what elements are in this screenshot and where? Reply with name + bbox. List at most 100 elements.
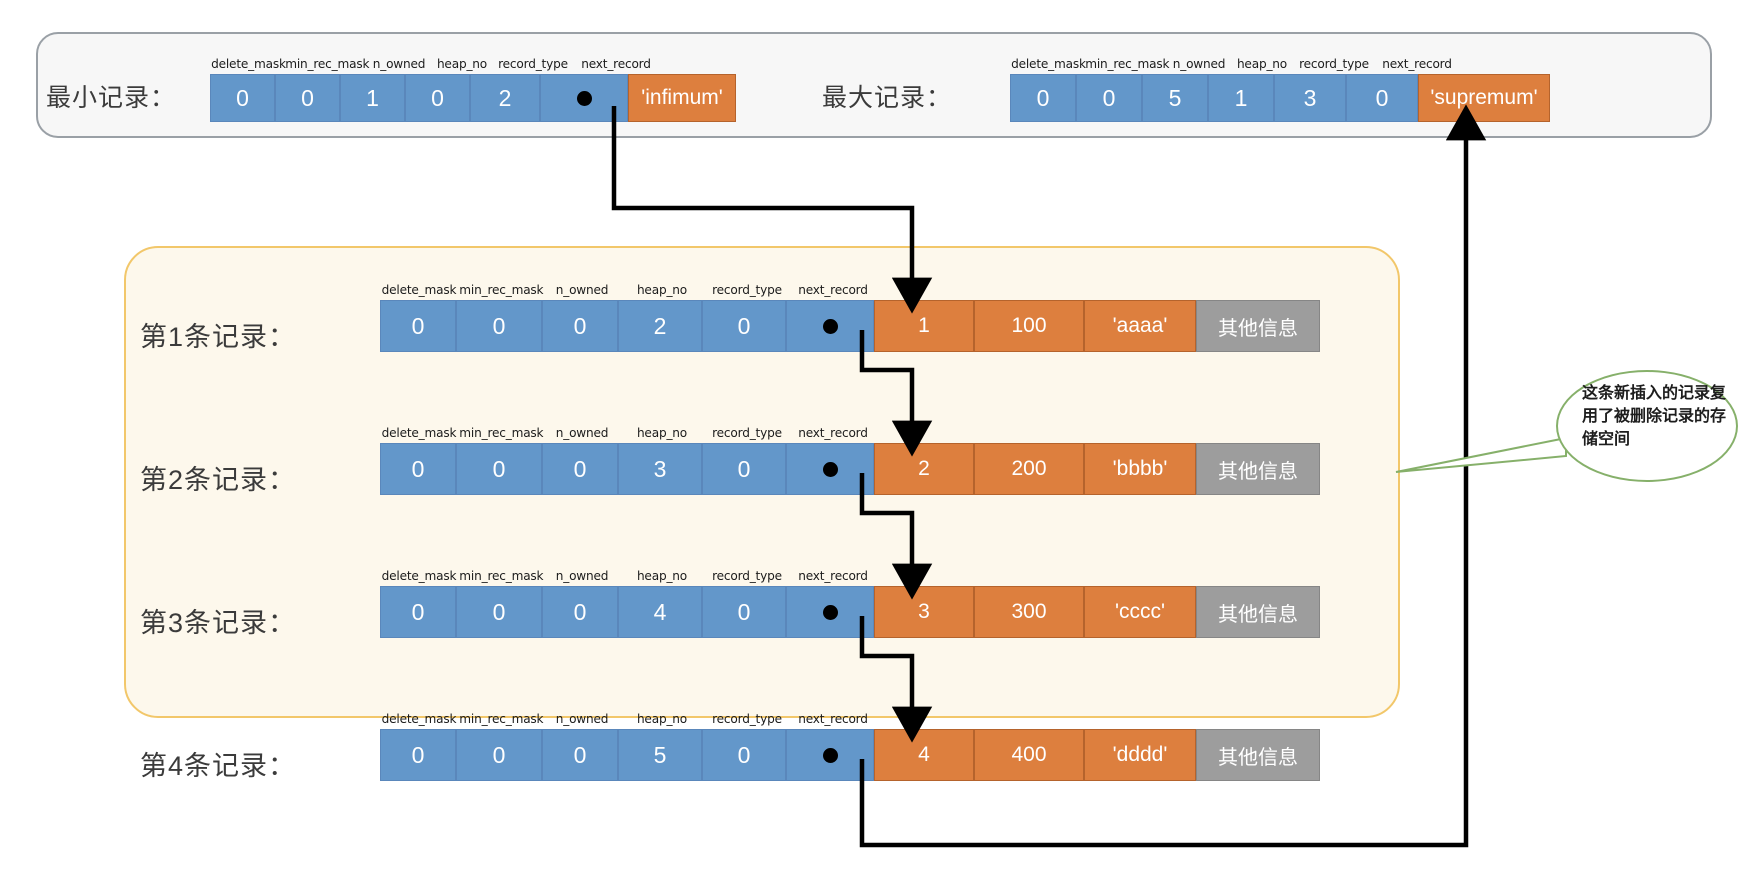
next-record-pointer-dot <box>822 604 838 620</box>
record-3-other-info: 其他信息 <box>1196 586 1320 638</box>
record-2-column-1: 2 <box>874 443 974 495</box>
record-1-cell-record-type: 0 <box>702 300 786 352</box>
header-min-rec-mask: min_rec_mask <box>459 568 544 583</box>
min-record-cells: 0 0 1 0 2 'infimum' <box>210 74 736 122</box>
record-3-cell-record-type: 0 <box>702 586 786 638</box>
header-next-record: next_record <box>798 568 868 583</box>
max-record-payload: 'supremum' <box>1418 74 1550 122</box>
max-record-cell-n-owned: 5 <box>1142 74 1208 122</box>
record-1-cell-heap-no: 2 <box>618 300 702 352</box>
header-n-owned: n_owned <box>555 711 609 726</box>
record-1-cell-next-record <box>786 300 874 352</box>
record-3-cell-next-record <box>786 586 874 638</box>
max-record-cell-delete-mask: 0 <box>1010 74 1076 122</box>
record-4-column-1: 4 <box>874 729 974 781</box>
header-record-type: record_type <box>1299 56 1369 71</box>
next-record-pointer-dot <box>822 747 838 763</box>
header-heap-no: heap_no <box>636 425 688 440</box>
annotation-text: 这条新插入的记录复用了被删除记录的存储空间 <box>1582 385 1727 448</box>
record-4-cell-heap-no: 5 <box>618 729 702 781</box>
header-delete-mask: delete_mask <box>381 711 457 726</box>
header-delete-mask: delete_mask <box>381 282 457 297</box>
callout-leader <box>1395 436 1567 473</box>
max-record-headers: delete_mask min_rec_mask n_owned heap_no… <box>1010 56 1458 71</box>
next-record-pointer-dot <box>576 90 592 106</box>
record-2-other-info: 其他信息 <box>1196 443 1320 495</box>
header-heap-no: heap_no <box>636 282 688 297</box>
min-record-cell-min-rec-mask: 0 <box>275 74 340 122</box>
header-record-type: record_type <box>712 568 782 583</box>
next-record-pointer-dot <box>822 461 838 477</box>
annotation-bubble <box>1556 370 1738 482</box>
record-2-label: 第2条记录： <box>140 465 297 495</box>
header-min-rec-mask: min_rec_mask <box>285 56 370 71</box>
record-2-cell-delete-mask: 0 <box>380 443 456 495</box>
header-next-record: next_record <box>798 425 868 440</box>
record-3-cell-delete-mask: 0 <box>380 586 456 638</box>
record-4-cells: 0 0 0 5 0 4 400 'dddd' 其他信息 <box>380 729 1320 781</box>
record-4-column-3: 'dddd' <box>1084 729 1196 781</box>
header-min-rec-mask: min_rec_mask <box>459 282 544 297</box>
record-2-cell-record-type: 0 <box>702 443 786 495</box>
min-record-cell-delete-mask: 0 <box>210 74 275 122</box>
record-1-cells: 0 0 0 2 0 1 100 'aaaa' 其他信息 <box>380 300 1320 352</box>
max-record-cells: 0 0 5 1 3 0 'supremum' <box>1010 74 1550 122</box>
max-record-cell-heap-no: 1 <box>1208 74 1274 122</box>
header-delete-mask: delete_mask <box>381 568 457 583</box>
record-2-headers: delete_mask min_rec_mask n_owned heap_no… <box>380 425 876 440</box>
record-2-cell-n-owned: 0 <box>542 443 618 495</box>
record-1-column-3: 'aaaa' <box>1084 300 1196 352</box>
record-3-column-2: 300 <box>974 586 1084 638</box>
max-record-label: 最大记录： <box>822 84 953 112</box>
header-n-owned: n_owned <box>372 56 426 71</box>
max-record-cell-record-type: 3 <box>1274 74 1346 122</box>
header-next-record: next_record <box>798 711 868 726</box>
record-1-label: 第1条记录： <box>140 322 297 352</box>
header-n-owned: n_owned <box>555 425 609 440</box>
record-1-cell-min-rec-mask: 0 <box>456 300 542 352</box>
header-delete-mask: delete_mask <box>1011 56 1086 71</box>
header-n-owned: n_owned <box>1172 56 1226 71</box>
record-1-headers: delete_mask min_rec_mask n_owned heap_no… <box>380 282 876 297</box>
header-record-type: record_type <box>712 425 782 440</box>
header-min-rec-mask: min_rec_mask <box>459 425 544 440</box>
record-1-column-1: 1 <box>874 300 974 352</box>
min-record-headers: delete_mask min_rec_mask n_owned heap_no… <box>210 56 658 71</box>
record-3-headers: delete_mask min_rec_mask n_owned heap_no… <box>380 568 876 583</box>
record-3-label: 第3条记录： <box>140 608 297 638</box>
record-1-cell-n-owned: 0 <box>542 300 618 352</box>
record-2-cell-next-record <box>786 443 874 495</box>
header-heap-no: heap_no <box>636 568 688 583</box>
record-1-other-info: 其他信息 <box>1196 300 1320 352</box>
header-delete-mask: delete_mask <box>381 425 457 440</box>
min-record-label: 最小记录： <box>46 84 177 112</box>
record-4-label: 第4条记录： <box>140 751 297 781</box>
record-2-column-2: 200 <box>974 443 1084 495</box>
header-record-type: record_type <box>712 711 782 726</box>
header-n-owned: n_owned <box>555 568 609 583</box>
record-3-column-1: 3 <box>874 586 974 638</box>
header-min-rec-mask: min_rec_mask <box>459 711 544 726</box>
header-heap-no: heap_no <box>1236 56 1288 71</box>
record-4-cell-next-record <box>786 729 874 781</box>
record-2-cells: 0 0 0 3 0 2 200 'bbbb' 其他信息 <box>380 443 1320 495</box>
record-1-cell-delete-mask: 0 <box>380 300 456 352</box>
header-next-record: next_record <box>581 56 651 71</box>
record-4-headers: delete_mask min_rec_mask n_owned heap_no… <box>380 711 876 726</box>
record-3-cells: 0 0 0 4 0 3 300 'cccc' 其他信息 <box>380 586 1320 638</box>
header-heap-no: heap_no <box>436 56 488 71</box>
record-3-cell-heap-no: 4 <box>618 586 702 638</box>
record-4-other-info: 其他信息 <box>1196 729 1320 781</box>
header-heap-no: heap_no <box>636 711 688 726</box>
min-record-cell-record-type: 2 <box>470 74 540 122</box>
max-record-cell-min-rec-mask: 0 <box>1076 74 1142 122</box>
record-2-cell-min-rec-mask: 0 <box>456 443 542 495</box>
header-record-type: record_type <box>712 282 782 297</box>
record-1-column-2: 100 <box>974 300 1084 352</box>
record-3-column-3: 'cccc' <box>1084 586 1196 638</box>
record-4-cell-n-owned: 0 <box>542 729 618 781</box>
record-4-cell-min-rec-mask: 0 <box>456 729 542 781</box>
min-record-payload: 'infimum' <box>628 74 736 122</box>
header-record-type: record_type <box>498 56 568 71</box>
